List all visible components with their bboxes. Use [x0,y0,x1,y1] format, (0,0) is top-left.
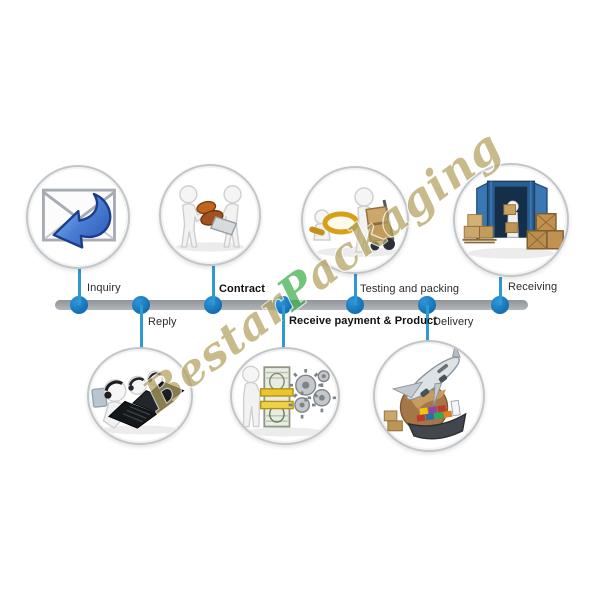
timeline-dot-receiving [491,296,509,314]
connector-reply [140,305,143,348]
connector-testing-packing [354,274,357,305]
plane-globe-ship-icon [383,344,467,440]
envelope-reply-icon [42,188,116,249]
step-label-inquiry: Inquiry [87,282,121,294]
timeline-dot-contract [204,296,222,314]
step-label-reply: Reply [148,316,177,328]
connector-receiving [499,277,502,305]
reply-circle [87,347,193,445]
connector-inquiry [78,269,81,305]
container-unloading-icon [462,180,564,259]
magnifier-handtruck-icon [309,187,397,257]
support-team-icon [91,370,185,435]
step-label-testing-packing: Testing and packing [360,283,460,295]
step-label-contract: Contract [219,283,266,295]
connector-delivery [426,305,429,341]
payment-production-icon [242,365,336,437]
connector-receive-payment [282,305,285,348]
step-label-receive-payment: Receive payment & Product [289,315,437,327]
receiving-circle [453,163,569,277]
step-label-delivery: Delivery [433,316,474,328]
timeline-dot-testing-packing [346,296,364,314]
step-label-receiving: Receiving [508,281,558,293]
delivery-circle [373,340,485,452]
receive-payment-circle [230,347,340,445]
contract-circle [159,164,261,266]
connector-contract [212,266,215,305]
figures-exchange-icon [176,185,244,252]
inquiry-circle [26,165,130,269]
timeline-dot-inquiry [70,296,88,314]
testing-packing-circle [301,166,409,274]
